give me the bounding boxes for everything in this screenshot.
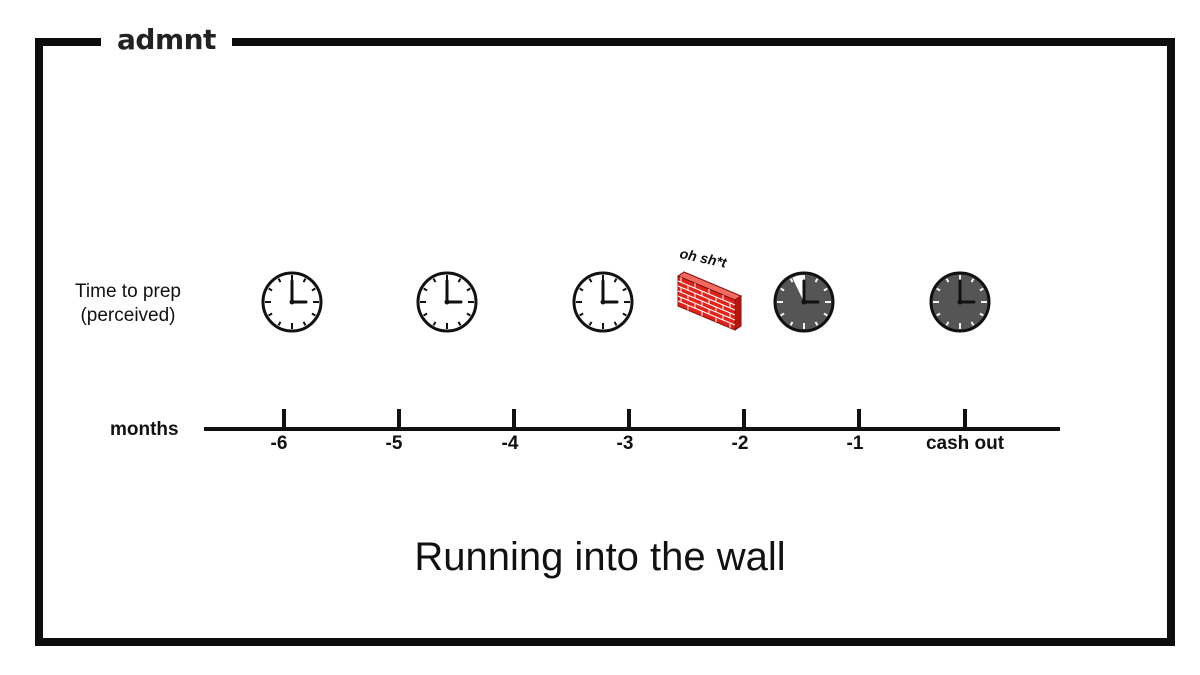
clock-icon xyxy=(261,271,323,333)
clock-icon xyxy=(773,271,835,333)
axis-tick-label: -4 xyxy=(501,433,519,454)
axis-tick-label: -5 xyxy=(385,433,403,454)
slide-frame xyxy=(35,38,1175,646)
axis-label-months: months xyxy=(110,419,179,440)
brick-wall-icon xyxy=(676,271,743,331)
brand-logo: admnt xyxy=(101,18,232,62)
row-label-line2: (perceived) xyxy=(80,305,176,326)
clock-icon xyxy=(416,271,478,333)
clock-icon xyxy=(572,271,634,333)
axis-tick-label: cash out xyxy=(925,433,1005,454)
axis-tick-label: -6 xyxy=(270,433,288,454)
axis-tick-label: -2 xyxy=(731,433,749,454)
axis-tick-label: -3 xyxy=(616,433,634,454)
slide-caption: Running into the wall xyxy=(414,535,786,579)
axis-tick-label: -1 xyxy=(846,433,864,454)
row-label-line1: Time to prep xyxy=(75,281,181,302)
row-label: Time to prep (perceived) xyxy=(48,280,208,328)
clock-icon xyxy=(929,271,991,333)
